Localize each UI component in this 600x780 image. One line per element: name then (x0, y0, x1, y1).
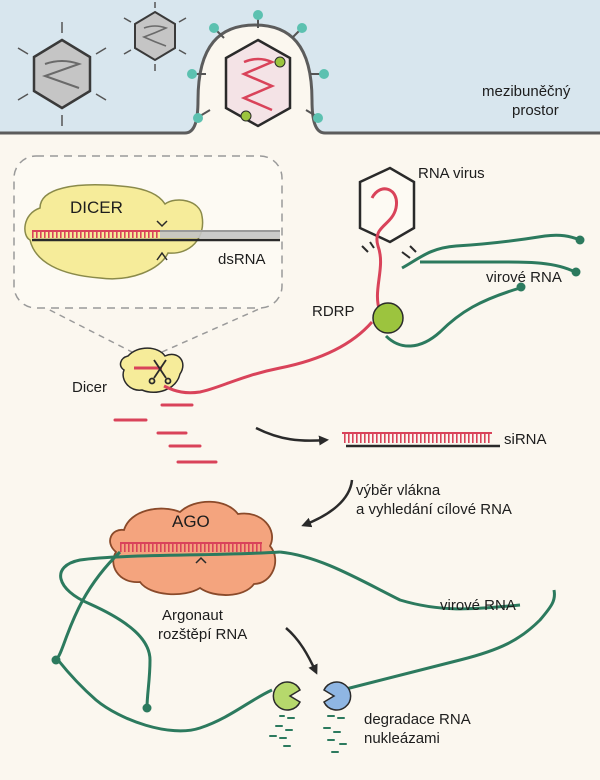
arrow-to-sirna (255, 426, 329, 446)
dicer-enzyme (119, 347, 184, 394)
virus-particle-2 (123, 2, 187, 71)
label-strand-selection-line1: výběr vlákna (356, 482, 441, 499)
rna-virus-capsid (358, 166, 417, 259)
arrow-to-nucleases (285, 627, 318, 675)
nuclease-blue (323, 681, 352, 711)
viral-rna-caps-top (516, 235, 585, 292)
label-strand-selection-line2: a vyhledání cílové RNA (356, 501, 512, 518)
rna-fragments (269, 715, 347, 753)
rdrp-enzyme (372, 302, 404, 334)
nuclease-green (272, 681, 301, 711)
label-sirna: siRNA (504, 431, 547, 448)
label-argonaute-line1: Argonaut (162, 607, 223, 624)
label-extracellular-line2: prostor (512, 102, 559, 119)
label-extracellular-line1: mezibuněčný (482, 83, 571, 100)
viral-rna-caps-bottom (51, 655, 152, 713)
label-degradation-line2: nukleázami (364, 730, 440, 747)
label-dsrna: dsRNA (218, 251, 266, 268)
label-rdrp: RDRP (312, 303, 355, 320)
virus-particle-1 (17, 22, 107, 126)
label-argonaute-line2: rozštěpí RNA (158, 626, 248, 643)
dicer-zoom-box (13, 155, 283, 353)
sirna-fragments (113, 403, 218, 464)
viral-rna-green-top (384, 233, 581, 348)
label-degradation-line1: degradace RNA (364, 711, 471, 728)
label-ago: AGO (172, 512, 210, 531)
arrow-to-ago (301, 479, 354, 528)
label-rna-virus: RNA virus (418, 165, 485, 182)
viral-rna-red (163, 187, 398, 395)
label-viral-rna-bottom: virové RNA (440, 597, 516, 614)
label-dicer-box: DICER (70, 198, 123, 217)
sirna-duplex (342, 432, 500, 448)
label-dicer: Dicer (72, 379, 108, 396)
viral-rna-target (54, 550, 556, 733)
ago-complex (109, 500, 276, 596)
label-viral-rna-top: virové RNA (486, 269, 562, 286)
entering-virus (187, 10, 329, 128)
